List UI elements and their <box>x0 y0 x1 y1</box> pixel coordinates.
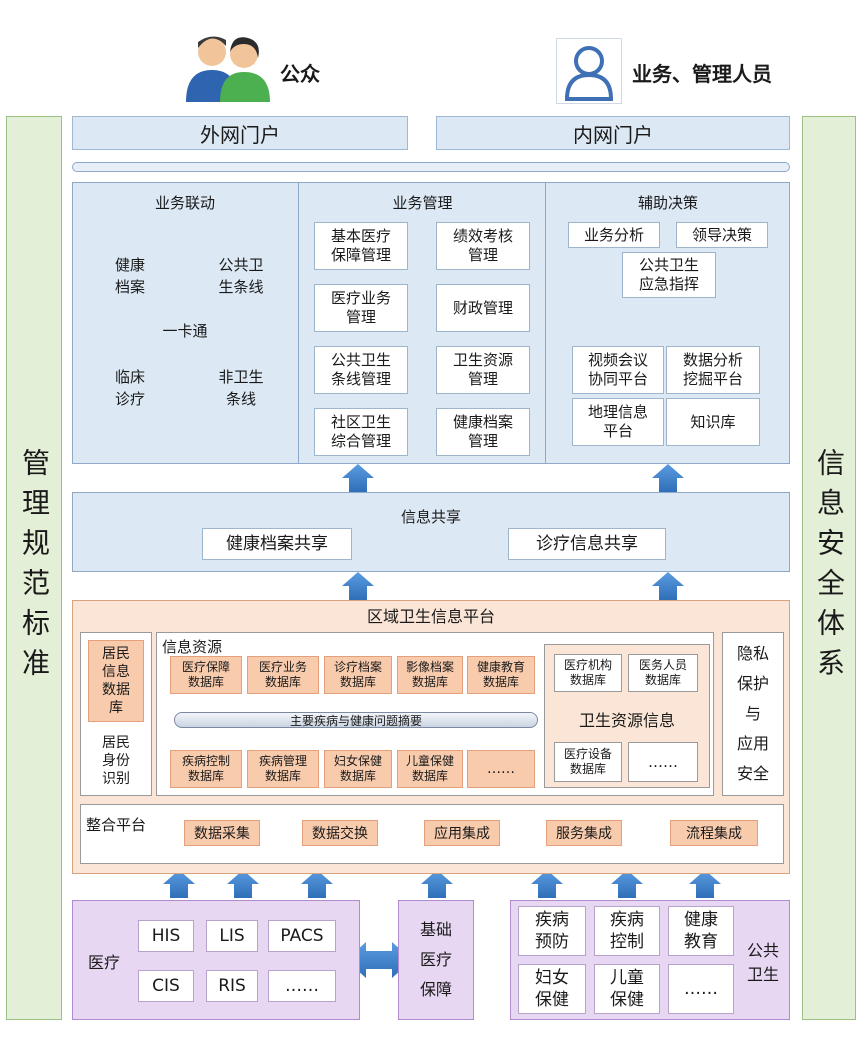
regional-platform-title: 区域卫生信息平台 <box>366 607 495 626</box>
db-item[interactable]: 疾病管理 数据库 <box>247 750 319 788</box>
pacs-system[interactable]: PACS <box>268 920 336 952</box>
basic-medical-security: 基础 医疗 保障 <box>398 900 474 1020</box>
business-analysis[interactable]: 业务分析 <box>568 222 660 248</box>
integration-title: 整合平台 <box>86 816 147 834</box>
resident-identity: 居民 身份 识别 <box>102 735 130 787</box>
up-arrow-icon <box>611 870 643 898</box>
divider <box>545 182 546 464</box>
integration-item[interactable]: 服务集成 <box>546 820 622 846</box>
equipment-db[interactable]: 医疗设备 数据库 <box>554 742 622 782</box>
staff-db[interactable]: 医务人员 数据库 <box>628 654 698 692</box>
bm-item[interactable]: 健康档案 管理 <box>436 408 530 456</box>
db-item[interactable]: 医疗保障 数据库 <box>170 656 242 694</box>
bm-item[interactable]: 绩效考核 管理 <box>436 222 530 270</box>
women-health[interactable]: 妇女 保健 <box>518 964 586 1014</box>
db-item[interactable]: 儿童保健 数据库 <box>397 750 463 788</box>
db-item[interactable]: 诊疗档案 数据库 <box>324 656 392 694</box>
portal-bus-bar <box>72 162 790 172</box>
staff-label: 业务、管理人员 <box>632 62 772 86</box>
up-arrow-icon <box>689 870 721 898</box>
info-resources-title: 信息资源 <box>162 638 223 656</box>
one-card-label: 一卡通 <box>162 321 208 340</box>
health-education[interactable]: 健康 教育 <box>668 906 734 956</box>
medical-more[interactable]: …… <box>268 970 336 1002</box>
video-conference[interactable]: 视频会议 协同平台 <box>572 346 664 394</box>
privacy-security: 隐私 保护 与 应用 安全 <box>722 632 784 796</box>
emergency-command[interactable]: 公共卫生 应急指挥 <box>622 252 716 298</box>
node-health-record: 健康 档案 <box>114 256 145 296</box>
business-management-title: 业务管理 <box>392 193 453 212</box>
node-clinical: 临床 诊疗 <box>114 368 145 408</box>
node-public-health: 公共卫 生条线 <box>218 256 264 296</box>
public-users-icon <box>182 30 274 102</box>
resources-more[interactable]: …… <box>628 742 698 782</box>
leader-decision[interactable]: 领导决策 <box>676 222 768 248</box>
public-health-more[interactable]: …… <box>668 964 734 1014</box>
double-arrow-icon <box>346 942 412 978</box>
up-arrow-icon <box>342 572 374 600</box>
db-item-more[interactable]: …… <box>467 750 535 788</box>
security-system-sidebar: 信息安全体系 <box>802 116 856 1020</box>
bm-item[interactable]: 卫生资源 管理 <box>436 346 530 394</box>
up-arrow-icon <box>342 464 374 492</box>
db-item[interactable]: 影像档案 数据库 <box>397 656 463 694</box>
resident-database[interactable]: 居民 信息 数据 库 <box>88 640 144 722</box>
db-item[interactable]: 医疗业务 数据库 <box>247 656 319 694</box>
public-health-label: 公共 卫生 <box>746 941 779 984</box>
info-sharing-title: 信息共享 <box>400 507 461 526</box>
knowledge-base[interactable]: 知识库 <box>666 398 760 446</box>
disease-summary-bar: 主要疾病与健康问题摘要 <box>174 712 538 728</box>
bm-item[interactable]: 财政管理 <box>436 284 530 332</box>
public-label: 公众 <box>280 62 320 86</box>
info-sharing-panel <box>72 492 790 572</box>
external-portal[interactable]: 外网门户 <box>72 116 408 150</box>
lis-system[interactable]: LIS <box>206 920 258 952</box>
data-mining[interactable]: 数据分析 挖掘平台 <box>666 346 760 394</box>
gis-platform[interactable]: 地理信息 平台 <box>572 398 664 446</box>
up-arrow-icon <box>531 870 563 898</box>
node-non-health: 非卫生 条线 <box>218 368 264 408</box>
integration-item[interactable]: 流程集成 <box>670 820 758 846</box>
decision-support-title: 辅助决策 <box>637 193 698 212</box>
bm-item[interactable]: 社区卫生 综合管理 <box>314 408 408 456</box>
divider <box>298 182 299 464</box>
db-item[interactable]: 健康教育 数据库 <box>467 656 535 694</box>
integration-item[interactable]: 数据采集 <box>184 820 260 846</box>
health-resources-title: 卫生资源信息 <box>578 711 675 730</box>
bm-item[interactable]: 基本医疗 保障管理 <box>314 222 408 270</box>
internal-portal[interactable]: 内网门户 <box>436 116 790 150</box>
disease-prevention[interactable]: 疾病 预防 <box>518 906 586 956</box>
up-arrow-icon <box>301 870 333 898</box>
health-record-sharing[interactable]: 健康档案共享 <box>202 528 352 560</box>
up-arrow-icon <box>227 870 259 898</box>
ris-system[interactable]: RIS <box>206 970 258 1002</box>
integration-item[interactable]: 应用集成 <box>424 820 500 846</box>
up-arrow-icon <box>421 870 453 898</box>
db-item[interactable]: 疾病控制 数据库 <box>170 750 242 788</box>
integration-item[interactable]: 数据交换 <box>302 820 378 846</box>
his-system[interactable]: HIS <box>138 920 194 952</box>
management-standards-sidebar: 管理规范标准 <box>6 116 62 1020</box>
bm-item[interactable]: 医疗业务 管理 <box>314 284 408 332</box>
cis-system[interactable]: CIS <box>138 970 194 1002</box>
diagnosis-info-sharing[interactable]: 诊疗信息共享 <box>508 528 666 560</box>
up-arrow-icon <box>163 870 195 898</box>
medical-label: 医疗 <box>87 953 120 972</box>
child-health[interactable]: 儿童 保健 <box>594 964 660 1014</box>
institution-db[interactable]: 医疗机构 数据库 <box>554 654 622 692</box>
up-arrow-icon <box>652 464 684 492</box>
up-arrow-icon <box>652 572 684 600</box>
db-item[interactable]: 妇女保健 数据库 <box>324 750 392 788</box>
business-linkage-title: 业务联动 <box>154 193 215 212</box>
staff-user-icon <box>556 38 622 104</box>
bm-item[interactable]: 公共卫生 条线管理 <box>314 346 408 394</box>
disease-control[interactable]: 疾病 控制 <box>594 906 660 956</box>
